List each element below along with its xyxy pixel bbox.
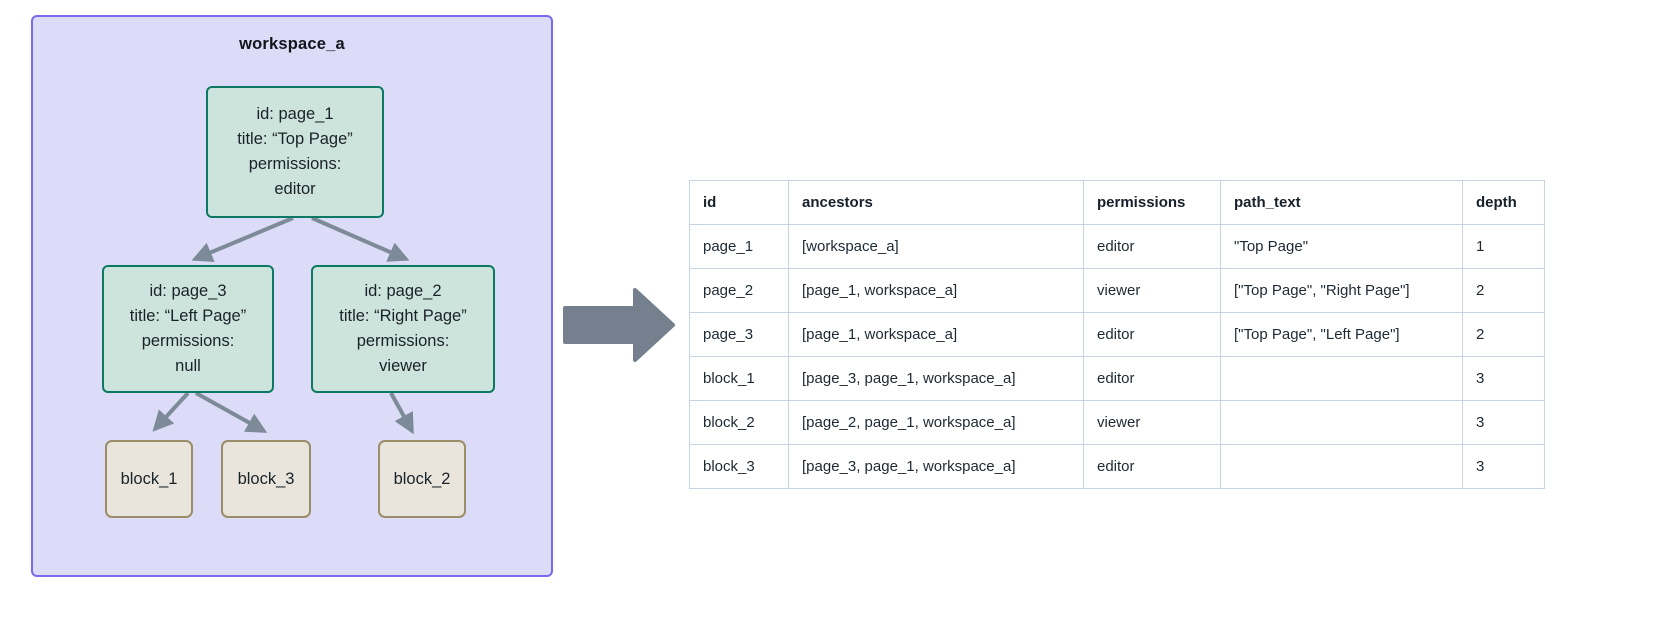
- node-page_2-line-2: title: “Right Page”: [339, 306, 467, 325]
- cell-id: page_2: [689, 268, 789, 313]
- cell-id: page_3: [689, 312, 789, 357]
- cell-ancestors: [page_1, workspace_a]: [788, 268, 1084, 313]
- cell-depth: 2: [1462, 268, 1545, 313]
- column-header-id[interactable]: id: [689, 180, 789, 225]
- column-header-depth[interactable]: depth: [1462, 180, 1545, 225]
- node-page_3-line-1: id: page_3: [149, 281, 227, 300]
- column-header-ancestors[interactable]: ancestors: [788, 180, 1084, 225]
- node-page_1-line-3: permissions:: [248, 155, 342, 173]
- node-page_1-line-2: title: “Top Page”: [237, 129, 353, 148]
- cell-permissions: editor: [1083, 224, 1221, 269]
- node-page_1[interactable]: id: page_1 title: “Top Page” permissions…: [206, 86, 384, 218]
- cell-permissions: viewer: [1083, 268, 1221, 313]
- cell-permissions: editor: [1083, 312, 1221, 357]
- cell-permissions: editor: [1083, 444, 1221, 489]
- cell-path_text: ["Top Page", "Left Page"]: [1220, 312, 1463, 357]
- node-page_2-line-1: id: page_2: [364, 281, 442, 300]
- cell-id: block_2: [689, 400, 789, 445]
- node-page_1-line-1: id: page_1: [256, 104, 334, 123]
- node-page_3-line-2: title: “Left Page”: [129, 306, 247, 325]
- table-header-row: id ancestors permissions path_text depth: [689, 180, 1545, 225]
- node-block_1-label: block_1: [120, 469, 178, 488]
- cell-ancestors: [page_3, page_1, workspace_a]: [788, 356, 1084, 401]
- table-row: page_1 [workspace_a] editor "Top Page" 1: [689, 224, 1545, 269]
- cell-ancestors: [page_2, page_1, workspace_a]: [788, 400, 1084, 445]
- cell-depth: 3: [1462, 444, 1545, 489]
- cell-id: block_3: [689, 444, 789, 489]
- cell-path_text: [1220, 444, 1463, 489]
- table-row: page_3 [page_1, workspace_a] editor ["To…: [689, 312, 1545, 357]
- node-page_2[interactable]: id: page_2 title: “Right Page” permissio…: [311, 265, 495, 393]
- cell-depth: 2: [1462, 312, 1545, 357]
- cell-depth: 3: [1462, 400, 1545, 445]
- node-page_2-line-3: permissions:: [356, 332, 450, 350]
- cell-depth: 1: [1462, 224, 1545, 269]
- cell-permissions: editor: [1083, 356, 1221, 401]
- cell-ancestors: [page_3, page_1, workspace_a]: [788, 444, 1084, 489]
- result-table: id ancestors permissions path_text depth…: [689, 180, 1545, 489]
- node-page_2-line-4: viewer: [379, 357, 427, 376]
- cell-path_text: ["Top Page", "Right Page"]: [1220, 268, 1463, 313]
- cell-depth: 3: [1462, 356, 1545, 401]
- cell-permissions: viewer: [1083, 400, 1221, 445]
- node-block_2[interactable]: block_2: [378, 440, 466, 518]
- cell-path_text: "Top Page": [1220, 224, 1463, 269]
- node-block_3-label: block_3: [237, 469, 295, 488]
- node-block_3[interactable]: block_3: [221, 440, 311, 518]
- table-row: block_1 [page_3, page_1, workspace_a] ed…: [689, 356, 1545, 401]
- table-row: block_2 [page_2, page_1, workspace_a] vi…: [689, 400, 1545, 445]
- node-page_3-line-3: permissions:: [141, 332, 235, 350]
- cell-id: block_1: [689, 356, 789, 401]
- cell-path_text: [1220, 400, 1463, 445]
- cell-path_text: [1220, 356, 1463, 401]
- column-header-path_text[interactable]: path_text: [1220, 180, 1463, 225]
- table-row: page_2 [page_1, workspace_a] viewer ["To…: [689, 268, 1545, 313]
- node-page_1-line-4: editor: [274, 180, 316, 199]
- table-row: block_3 [page_3, page_1, workspace_a] ed…: [689, 444, 1545, 489]
- transition-arrow-icon: [563, 288, 675, 362]
- node-page_3[interactable]: id: page_3 title: “Left Page” permission…: [102, 265, 274, 393]
- column-header-permissions[interactable]: permissions: [1083, 180, 1221, 225]
- workspace-title: workspace_a: [239, 35, 345, 53]
- cell-ancestors: [workspace_a]: [788, 224, 1084, 269]
- cell-ancestors: [page_1, workspace_a]: [788, 312, 1084, 357]
- node-page_3-line-4: null: [175, 357, 201, 376]
- node-block_2-label: block_2: [393, 469, 451, 488]
- cell-id: page_1: [689, 224, 789, 269]
- node-block_1[interactable]: block_1: [105, 440, 193, 518]
